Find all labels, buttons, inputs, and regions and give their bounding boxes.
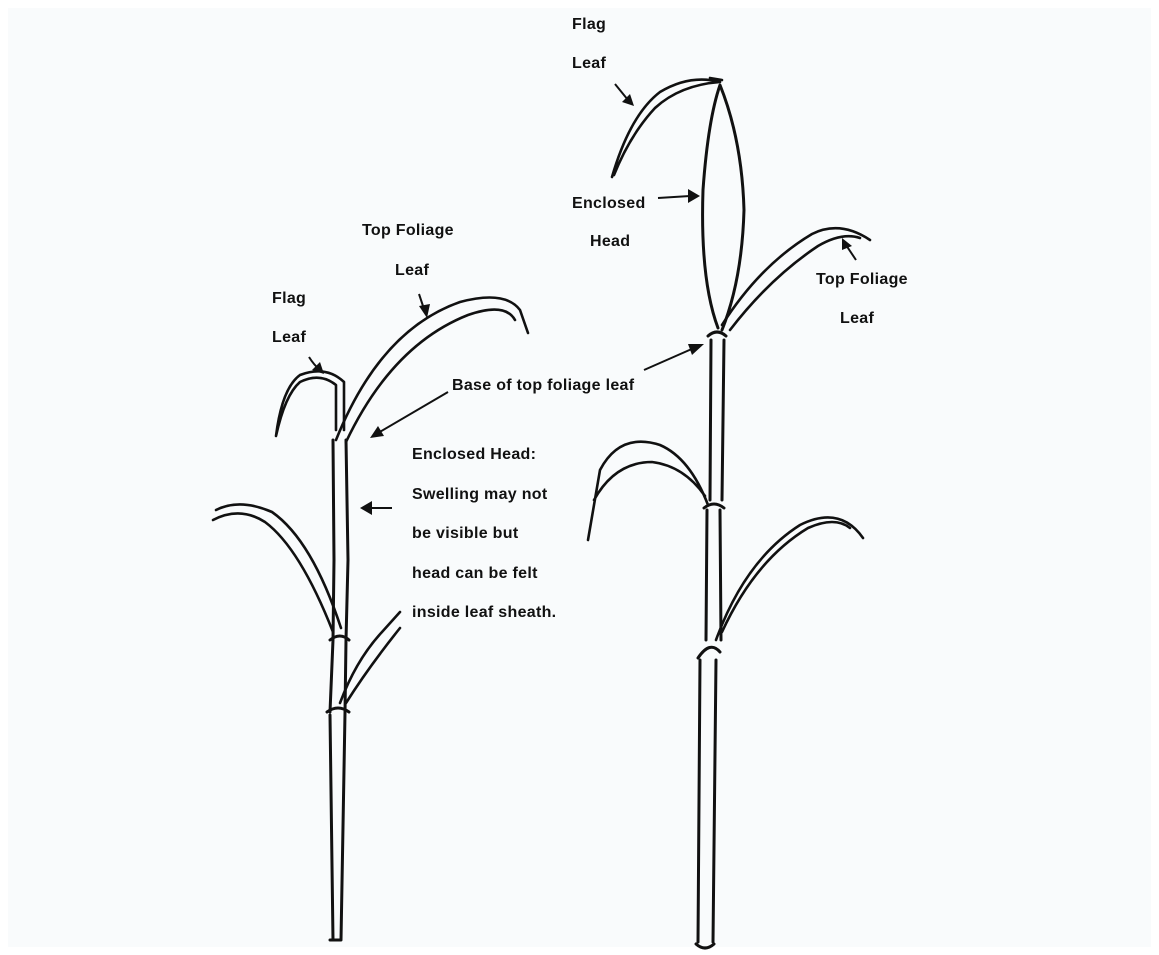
right-flag-leaf-arrow [615, 84, 634, 106]
right-node-1 [698, 647, 720, 658]
right-node-3 [708, 332, 726, 336]
left-stem [330, 713, 345, 940]
right-flag-leaf-label-line1: Flag [572, 16, 606, 34]
left-lower-leaf-right [340, 612, 400, 703]
right-top-foliage-label-line1: Top Foliage [816, 271, 908, 289]
right-top-foliage-label-line2: Leaf [840, 310, 874, 328]
right-lower-leaf-left [588, 442, 708, 540]
left-top-foliage-label-line2: Leaf [395, 262, 429, 280]
left-lower-leaf-left [213, 504, 341, 632]
right-lower-leaf-right [716, 517, 863, 640]
enclosed-head-note-line4: head can be felt [412, 565, 538, 583]
right-enclosed-head [703, 85, 744, 330]
enclosed-head-note-line2: Swelling may not [412, 486, 548, 504]
right-top-foliage-arrow [842, 238, 856, 260]
left-base-top-foliage-arrow [370, 392, 448, 438]
left-flag-leaf-label-line2: Leaf [272, 329, 306, 347]
right-middle-stem [706, 510, 721, 640]
enclosed-head-note-line3: be visible but [412, 525, 518, 543]
left-top-foliage-arrow [419, 294, 430, 318]
right-stem [696, 660, 716, 948]
enclosed-head-note-line1: Enclosed Head: [412, 446, 536, 464]
enclosed-head-note-line5: inside leaf sheath. [412, 604, 556, 622]
right-upper-stem [710, 340, 724, 500]
right-flag-leaf-label-line2: Leaf [572, 55, 606, 73]
right-enclosed-head-label-line2: Head [590, 233, 630, 251]
left-node-lower [327, 708, 349, 712]
left-upper-stem [330, 440, 348, 712]
right-base-top-foliage-arrow [644, 344, 704, 370]
left-node-upper [330, 636, 349, 640]
right-enclosed-head-label-line1: Enclosed [572, 195, 646, 213]
left-flag-leaf [276, 371, 344, 436]
left-flag-leaf-label-line1: Flag [272, 290, 306, 308]
left-enclosed-head-arrow [360, 501, 392, 515]
left-top-foliage-label-line1: Top Foliage [362, 222, 454, 240]
base-of-top-foliage-leaf-label: Base of top foliage leaf [452, 377, 634, 395]
right-enclosed-head-arrow [658, 189, 700, 203]
left-top-foliage-leaf [336, 298, 528, 443]
